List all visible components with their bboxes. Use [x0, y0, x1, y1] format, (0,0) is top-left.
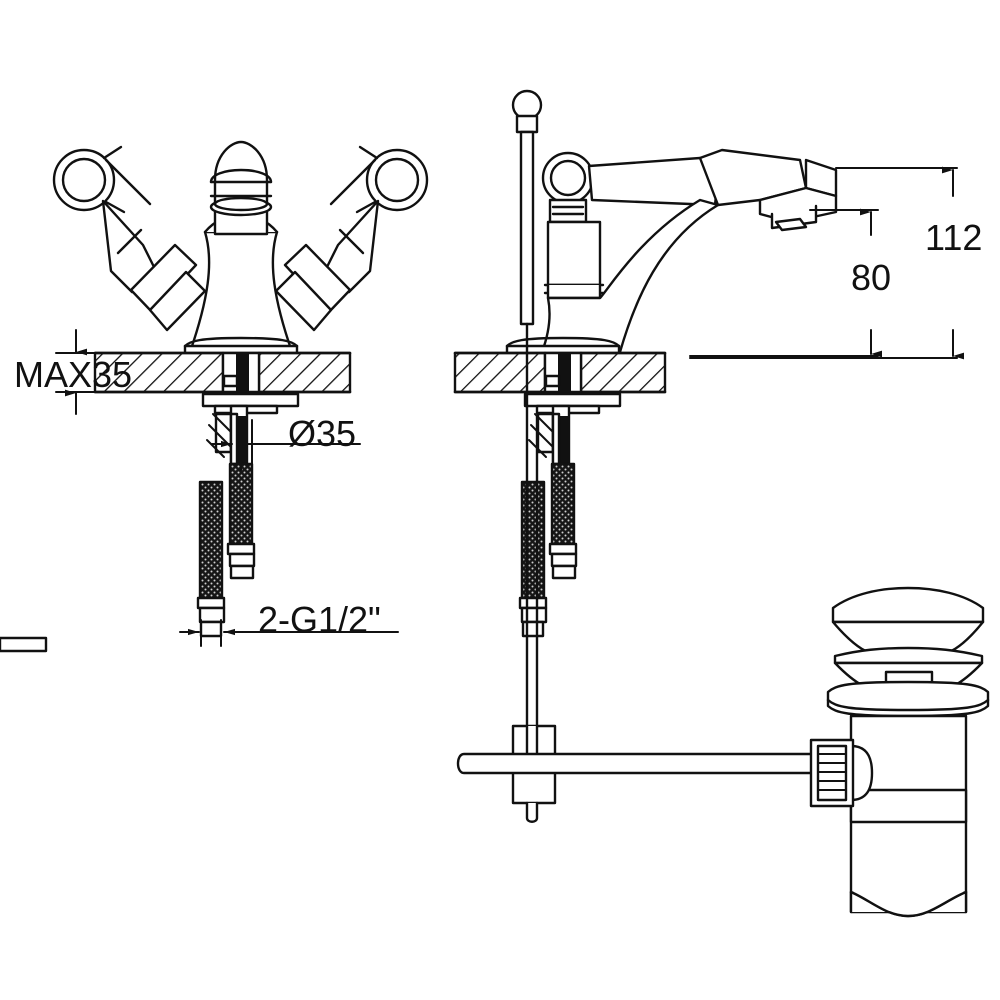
right-dimension-group: [689, 166, 964, 360]
dimension-80: [689, 208, 882, 358]
braided-supply-hose-right: [226, 462, 256, 580]
pop-up-waste-assembly: [0, 586, 990, 918]
waste-body: [849, 714, 968, 918]
valve-inlet-side: [528, 404, 571, 466]
lift-rod-lower: [525, 322, 539, 728]
spout-aerator-tip: [758, 158, 838, 232]
label-hole-diameter: Ø35: [288, 413, 356, 454]
label-overall-height: 112: [925, 217, 982, 258]
mounting-deck-side: [453, 351, 667, 394]
dimension-max35: [55, 329, 113, 415]
braided-supply-hose-rear: [548, 462, 578, 580]
label-outlet-height: 80: [851, 257, 891, 298]
label-supply-thread: 2-G1/2": [258, 599, 381, 640]
pop-up-stopper-cap[interactable]: [0, 586, 985, 658]
dimension-supply-thread-leader: [179, 619, 399, 647]
lever-handle-side[interactable]: [541, 148, 808, 300]
dimension-112: [689, 166, 964, 360]
side-elevation-view: [453, 89, 838, 823]
lock-nut-front: [201, 392, 300, 415]
right-cross-handle[interactable]: [274, 145, 429, 332]
pivot-rod: [456, 752, 814, 775]
curved-spout-side: [540, 198, 720, 354]
left-cross-handle[interactable]: [52, 145, 207, 332]
mounting-shank-side: [543, 351, 583, 394]
braided-supply-hose-front: [518, 480, 548, 638]
lock-nut-side: [523, 392, 622, 415]
lift-rod-assembly[interactable]: [511, 89, 543, 326]
front-elevation-view: [52, 140, 429, 647]
mounting-shank-front: [221, 351, 261, 394]
braided-supply-hose-left: [196, 480, 226, 638]
dimension-hole-diameter-leader: [211, 419, 361, 471]
waste-flange: [826, 680, 990, 718]
mounting-deck-front: [93, 351, 352, 394]
center-spout-dome: [209, 140, 273, 236]
knurled-pivot-nut[interactable]: [809, 738, 874, 808]
label-max35: MAX35: [14, 354, 132, 395]
